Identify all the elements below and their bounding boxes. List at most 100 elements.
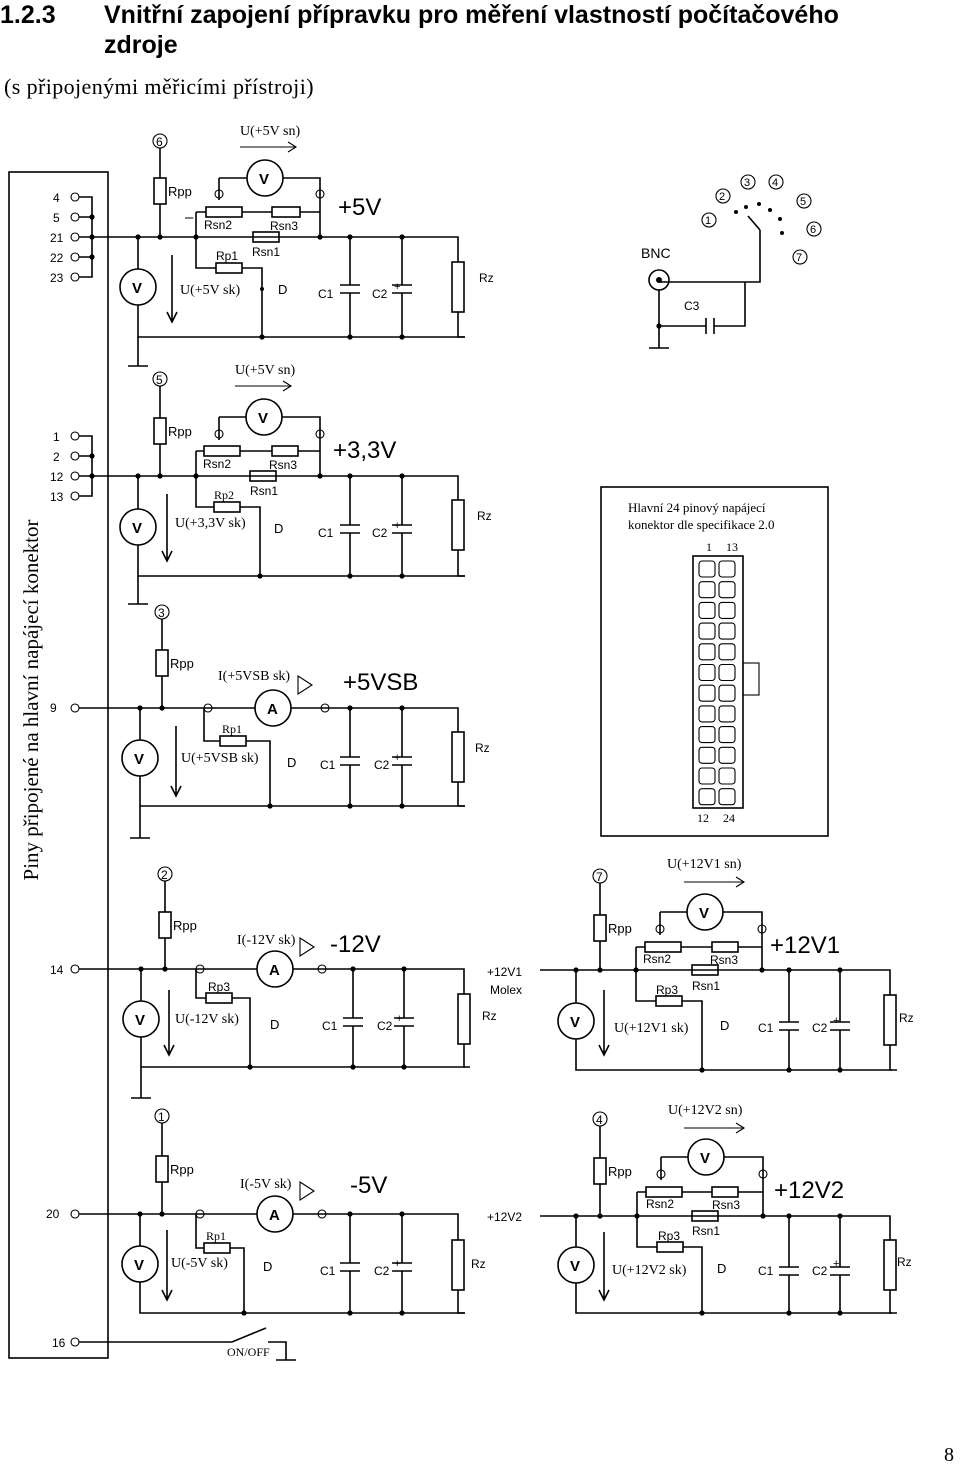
svg-text:C2: C2 xyxy=(812,1021,828,1035)
section-plus5vsb: 3 Rpp 9 I(+5VSB sk) A +5VSB Rp1 U(+5VSB … xyxy=(50,604,490,839)
svg-text:1: 1 xyxy=(53,430,60,444)
svg-text:+12V2: +12V2 xyxy=(487,1210,522,1224)
section-plus33v: 1 2 12 13 5 Rpp U(+5V sn) V Rsn2 Rsn3 Rs… xyxy=(50,363,492,605)
svg-text:Rsn2: Rsn2 xyxy=(203,457,231,471)
svg-text:Rpp: Rpp xyxy=(170,1162,194,1177)
svg-text:Rsn1: Rsn1 xyxy=(250,484,278,498)
connector-pin xyxy=(718,788,736,806)
pin-label: 4 xyxy=(53,191,60,205)
svg-text:2: 2 xyxy=(719,191,725,203)
tap-number: 6 xyxy=(156,135,163,149)
svg-text:Rp2: Rp2 xyxy=(214,488,234,502)
svg-text:C1: C1 xyxy=(318,287,334,301)
connector-pin xyxy=(698,663,716,682)
svg-text:I(+5VSB sk): I(+5VSB sk) xyxy=(218,669,290,684)
connector-pin xyxy=(698,705,716,723)
svg-text:+: + xyxy=(833,1015,839,1027)
pin-label: 22 xyxy=(50,251,64,265)
svg-text:13: 13 xyxy=(50,490,64,504)
svg-text:Rsn1: Rsn1 xyxy=(252,245,280,259)
svg-text:A: A xyxy=(269,1207,280,1224)
svg-text:U(+5VSB sk): U(+5VSB sk) xyxy=(181,751,259,766)
section-plus12v2: 4 Rpp +12V2 U(+12V2 sn) V Rsn2 Rsn3 Rsn1… xyxy=(487,1103,912,1316)
svg-text:A: A xyxy=(269,962,280,979)
onoff-label: ON/OFF xyxy=(227,1345,270,1359)
svg-text:Rp1: Rp1 xyxy=(206,1229,226,1243)
connector-label: Piny připojené na hlavní napájecí konekt… xyxy=(19,520,43,881)
svg-text:Rpp: Rpp xyxy=(170,656,194,671)
svg-text:U(-5V sk): U(-5V sk) xyxy=(171,1256,228,1271)
svg-text:+3,3V: +3,3V xyxy=(333,437,396,464)
svg-text:2: 2 xyxy=(161,868,168,882)
svg-text:Rz: Rz xyxy=(475,741,490,755)
connector-pin xyxy=(718,746,736,764)
svg-text:Rsn3: Rsn3 xyxy=(270,219,298,233)
svg-text:-12V: -12V xyxy=(330,931,381,958)
svg-text:A: A xyxy=(267,701,278,718)
svg-text:+5VSB: +5VSB xyxy=(343,669,418,696)
svg-text:Rz: Rz xyxy=(477,509,492,523)
svg-text:Rp3: Rp3 xyxy=(658,1229,680,1243)
svg-text:+12V2: +12V2 xyxy=(774,1177,844,1204)
connector-pin xyxy=(698,746,716,764)
section-plus5v: 4 5 21 22 23 6 Rpp U(+5V sn) V Rsn2 Rsn3… xyxy=(50,124,494,367)
bnc-label: BNC xyxy=(641,245,671,261)
svg-text:Rsn3: Rsn3 xyxy=(269,458,297,472)
svg-text:D: D xyxy=(287,755,296,770)
load-rz xyxy=(451,261,465,313)
svg-text:-5V: -5V xyxy=(350,1172,387,1199)
connector-pin xyxy=(718,663,736,682)
svg-text:D: D xyxy=(278,282,287,297)
svg-text:5: 5 xyxy=(156,373,163,387)
svg-text:C1: C1 xyxy=(758,1021,774,1035)
connector-pin xyxy=(718,767,736,785)
svg-text:V: V xyxy=(132,520,142,537)
svg-text:V: V xyxy=(135,1012,145,1029)
connector-pin xyxy=(698,684,716,702)
svg-text:C2: C2 xyxy=(372,526,388,540)
connector-pin xyxy=(698,726,716,744)
pin-label: 5 xyxy=(53,211,60,225)
svg-text:9: 9 xyxy=(50,701,57,715)
svg-text:C2: C2 xyxy=(374,758,390,772)
svg-text:Rz: Rz xyxy=(482,1009,497,1023)
connector-pin xyxy=(718,560,736,578)
svg-text:D: D xyxy=(274,521,283,536)
inset-title-line1: Hlavní 24 pinový napájecí xyxy=(628,500,766,515)
svg-text:V: V xyxy=(134,1257,144,1274)
svg-text:12: 12 xyxy=(50,470,64,484)
svg-text:+12V1: +12V1 xyxy=(487,965,522,979)
connector-pin xyxy=(718,643,736,661)
svg-text:Rp3: Rp3 xyxy=(656,983,678,997)
svg-text:Rpp: Rpp xyxy=(168,184,192,199)
svg-text:4: 4 xyxy=(596,1113,603,1127)
svg-text:U(+12V2 sn): U(+12V2 sn) xyxy=(668,1103,743,1118)
svg-text:U(+5V sk): U(+5V sk) xyxy=(180,283,240,298)
svg-text:I(-12V sk): I(-12V sk) xyxy=(237,933,296,948)
connector-pin-grid xyxy=(698,560,736,806)
svg-text:6: 6 xyxy=(810,224,816,236)
svg-text:+: + xyxy=(394,1258,400,1270)
svg-text:Rp1: Rp1 xyxy=(216,249,238,263)
svg-text:C2: C2 xyxy=(374,1264,390,1278)
connector-inset: Hlavní 24 pinový napájecí konektor dle s… xyxy=(600,486,829,837)
svg-text:7: 7 xyxy=(596,870,603,884)
svg-text:16: 16 xyxy=(52,1336,66,1350)
svg-text:Molex: Molex xyxy=(490,983,522,997)
svg-text:Rsn2: Rsn2 xyxy=(204,218,232,232)
svg-text:U(+12V2 sk): U(+12V2 sk) xyxy=(612,1263,687,1278)
section-title-line2: zdroje xyxy=(104,31,178,59)
connector-pin xyxy=(718,581,736,599)
svg-text:Rz: Rz xyxy=(899,1011,914,1025)
section-number: 1.2.3 xyxy=(0,1,56,29)
svg-text:D: D xyxy=(263,1259,272,1274)
svg-text:Rp1: Rp1 xyxy=(222,722,242,736)
svg-text:Rp3: Rp3 xyxy=(208,980,230,994)
svg-text:1: 1 xyxy=(705,215,711,227)
connector-pin xyxy=(718,705,736,723)
section-subtitle: (s připojenými měřicími přístroji) xyxy=(4,74,314,99)
svg-text:1: 1 xyxy=(706,540,712,554)
svg-text:20: 20 xyxy=(46,1207,60,1221)
